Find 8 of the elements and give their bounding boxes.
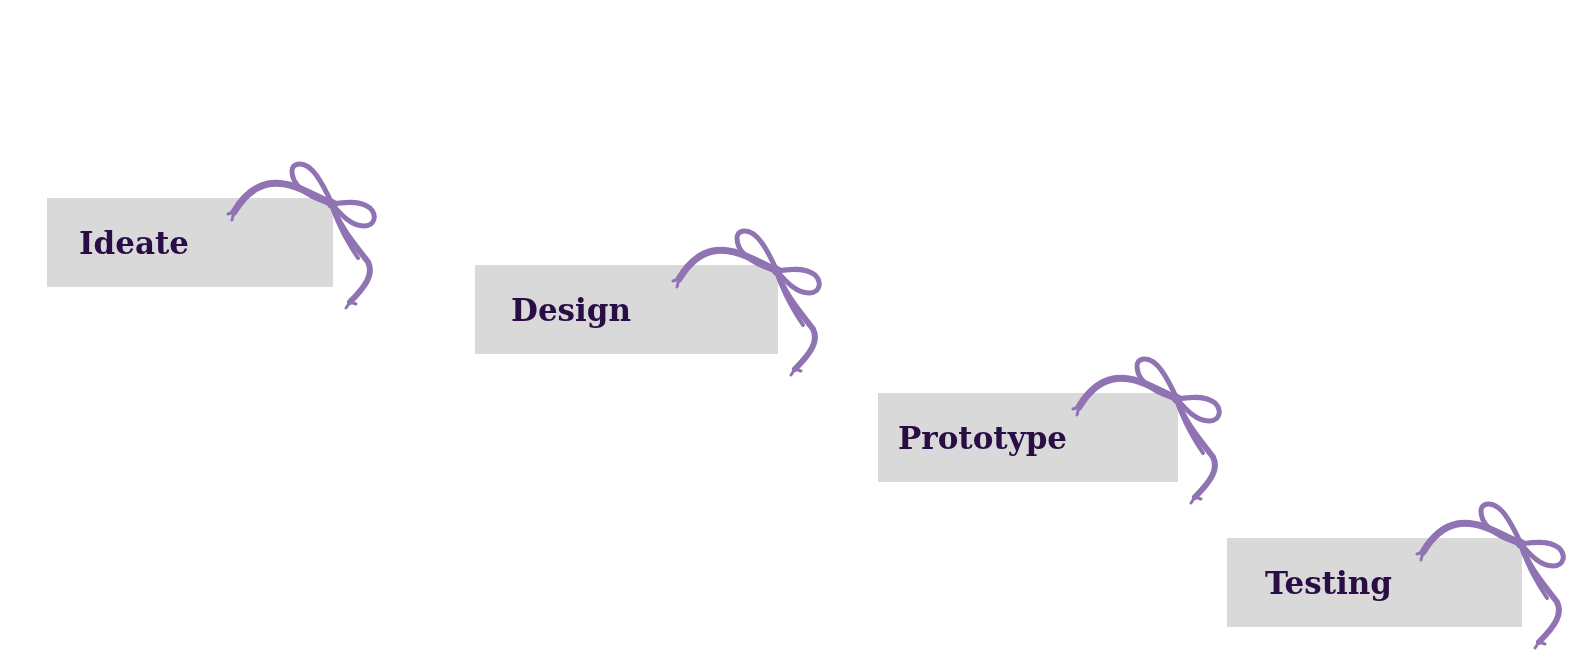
label-box (475, 265, 778, 354)
label-box (47, 198, 333, 287)
label-box (878, 393, 1178, 482)
step-label: Testing (1265, 564, 1392, 601)
label-box (1227, 538, 1522, 627)
step-label: Prototype (898, 419, 1068, 456)
step-label: Ideate (79, 224, 190, 261)
step-label: Design (511, 291, 632, 328)
